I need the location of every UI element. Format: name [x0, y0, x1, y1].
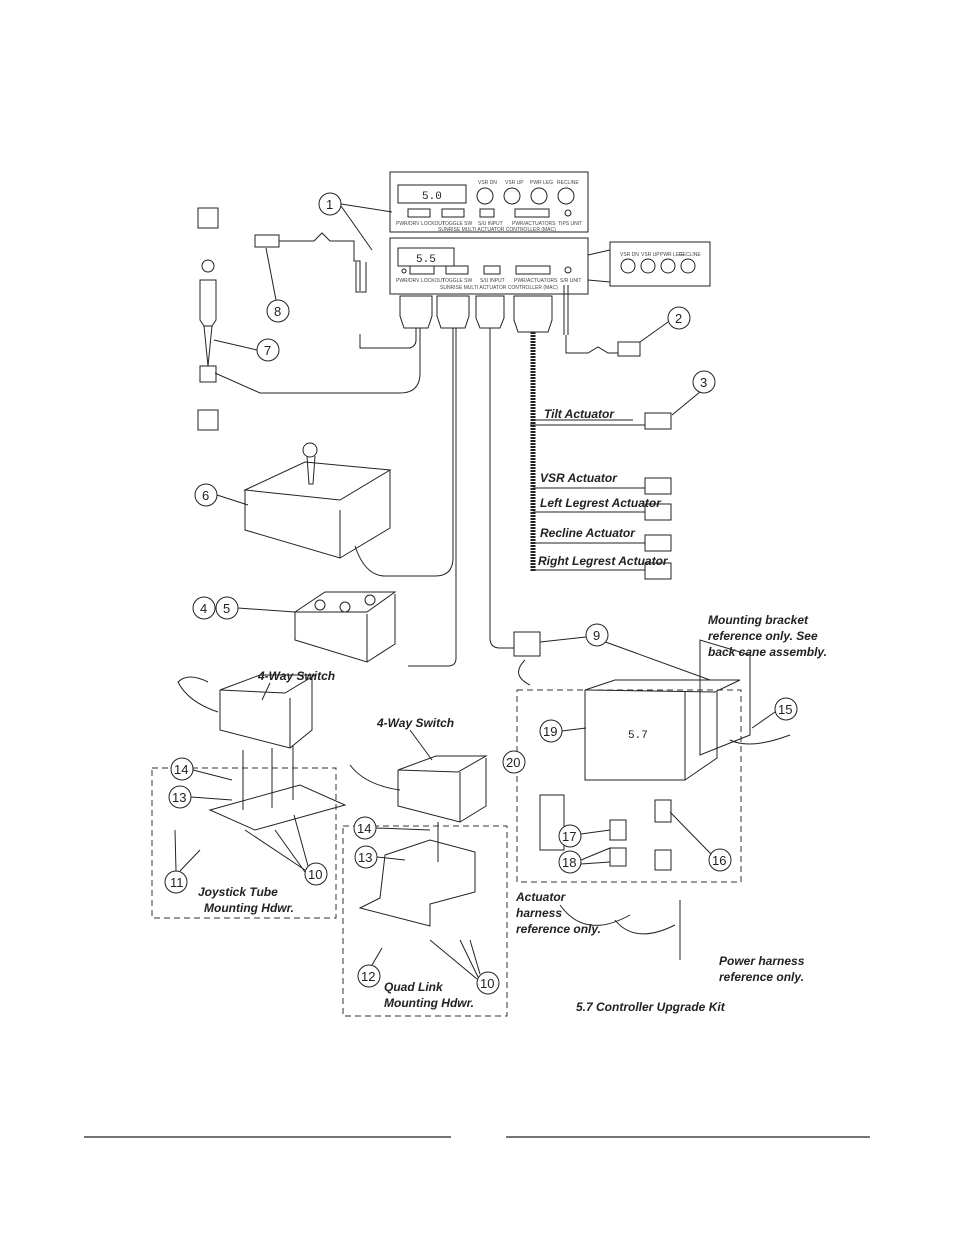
dial-label: VSR DN: [478, 180, 497, 186]
callout-3: [692, 370, 716, 394]
plug-9: [513, 631, 541, 657]
callout-2: [667, 306, 691, 330]
port-label: S/U INPUT: [478, 221, 503, 227]
bracket-note-line3: back cane assembly.: [708, 645, 827, 659]
vsr-actuator-label: VSR Actuator: [540, 471, 618, 485]
left-legrest-actuator-label: Left Legrest Actuator: [540, 496, 662, 510]
controller-5-5-display: 5.5: [416, 254, 436, 266]
cables: [214, 328, 645, 667]
joystick-kit-frame: [151, 767, 337, 919]
callout-3-text: 3: [700, 375, 707, 390]
actuator-harness-note-line2: harness: [516, 906, 562, 920]
upgrade-kit-label: 5.7 Controller Upgrade Kit: [576, 1000, 726, 1014]
callout-20: [502, 750, 526, 774]
port-label: PWR/ACTUATORS: [512, 221, 556, 227]
controller-5-0-display: 5.0: [422, 191, 442, 203]
dial-label: VSR UP: [641, 252, 660, 258]
controller-5-0: 5.0 VSR DN VSR UP PWR LEG RECLINE PWR/DR…: [389, 171, 589, 233]
callout-14-left-text: 14: [174, 762, 188, 777]
callout-19-text: 19: [543, 724, 557, 739]
callout-10-right-text: 10: [480, 976, 494, 991]
joystick-tube-assembly: [177, 674, 347, 831]
port-label: S/R UNIT: [560, 278, 581, 284]
controller-connectors: [399, 285, 569, 335]
port-label: PWR/DRV LOCKOUT: [396, 221, 445, 227]
callout-2-text: 2: [675, 311, 682, 326]
callout-6-text: 6: [202, 488, 209, 503]
callout-7-text: 7: [264, 343, 271, 358]
callout-17: [558, 824, 582, 848]
power-harness-note-line2: reference only.: [719, 970, 804, 984]
controller-subtitle: SUNRISE MULTI ACTUATOR CONTROLLER (MAC): [438, 227, 556, 233]
callout-17-text: 17: [562, 829, 576, 844]
dial-label: RECLINE: [679, 252, 701, 258]
callout-15-text: 15: [778, 702, 792, 717]
callout-13-right-text: 13: [358, 850, 372, 865]
upgrade-kit-57: [518, 639, 791, 960]
port-label: TIPS UNIT: [558, 221, 582, 227]
port-label: S/U INPUT: [480, 278, 505, 284]
callouts: 1 2 3 4 5 6 7 8 9 10 10 11: [164, 192, 798, 995]
callout-13-left-text: 13: [172, 790, 186, 805]
callout-18-text: 18: [562, 855, 576, 870]
four-way-switch-label-left: 4-Way Switch: [257, 669, 335, 683]
port-label: TOGGLE SW: [442, 278, 472, 284]
upgrade-kit-frame: [516, 689, 742, 883]
callout-10-left: [304, 862, 328, 886]
callout-1-text: 1: [326, 197, 333, 212]
callout-12-text: 12: [361, 969, 375, 984]
callout-4-text: 4: [200, 601, 207, 616]
callout-4: [192, 596, 216, 620]
port-label: PWR/ACTUATORS: [514, 278, 558, 284]
port-label: PWR/DRV LOCKOUT: [396, 278, 445, 284]
four-way-switch-label-right: 4-Way Switch: [376, 716, 454, 730]
dial-label: VSR UP: [505, 180, 524, 186]
callout-20-text: 20: [506, 755, 520, 770]
controller-5-5: 5.5 PWR/DRV LOCKOUT TOGGLE SW S/U INPUT …: [389, 237, 711, 295]
bracket-note-line2: reference only. See: [708, 629, 818, 643]
quad-kit-frame: [342, 825, 508, 1017]
joystick-box-6: [243, 442, 392, 559]
callout-8-text: 8: [274, 304, 281, 319]
bracket-note-line1: Mounting bracket: [708, 613, 809, 627]
callout-11-text: 11: [170, 875, 184, 890]
tilt-actuator-label: Tilt Actuator: [544, 407, 615, 421]
callout-10-left-text: 10: [308, 867, 322, 882]
actuator-harness-note-line1: Actuator: [515, 890, 567, 904]
switch-box-4-5: [293, 591, 397, 663]
callout-14-left: [170, 757, 194, 781]
controller-5-7-display: 5.7: [628, 730, 648, 742]
power-harness-note-line1: Power harness: [719, 954, 805, 968]
controller-subtitle: SUNRISE MULTI ACTUATOR CONTROLLER (MAC): [440, 285, 558, 291]
actuator-harness-note-line3: reference only.: [516, 922, 601, 936]
callout-18: [558, 850, 582, 874]
callout-8: [266, 299, 290, 323]
callout-9: [585, 623, 609, 647]
callout-5-text: 5: [223, 601, 230, 616]
callout-9-text: 9: [593, 628, 600, 643]
right-legrest-actuator-label: Right Legrest Actuator: [538, 554, 669, 568]
callout-12: [357, 964, 381, 988]
quad-kit-label-line1: Quad Link: [384, 980, 444, 994]
dial-label: PWR LEG: [530, 180, 553, 186]
callout-14-right-text: 14: [357, 821, 371, 836]
callout-15: [774, 697, 798, 721]
dial-label: VSR DN: [620, 252, 639, 258]
dial-label: RECLINE: [557, 180, 579, 186]
joystick-kit-label-line1: Joystick Tube: [198, 885, 278, 899]
quad-link-assembly: [349, 755, 488, 927]
port-label: TOGGLE SW: [442, 221, 472, 227]
callout-16-text: 16: [712, 853, 726, 868]
actuator-plugs: [617, 341, 672, 580]
recline-actuator-label: Recline Actuator: [540, 526, 636, 540]
dial-label: PWR LEG: [660, 252, 683, 258]
callout-16: [708, 848, 732, 872]
callout-10-right: [476, 971, 500, 995]
cable-assembly-7-8: [197, 207, 367, 431]
joystick-kit-label-line2: Mounting Hdwr.: [204, 901, 294, 915]
quad-kit-label-line2: Mounting Hdwr.: [384, 996, 474, 1010]
